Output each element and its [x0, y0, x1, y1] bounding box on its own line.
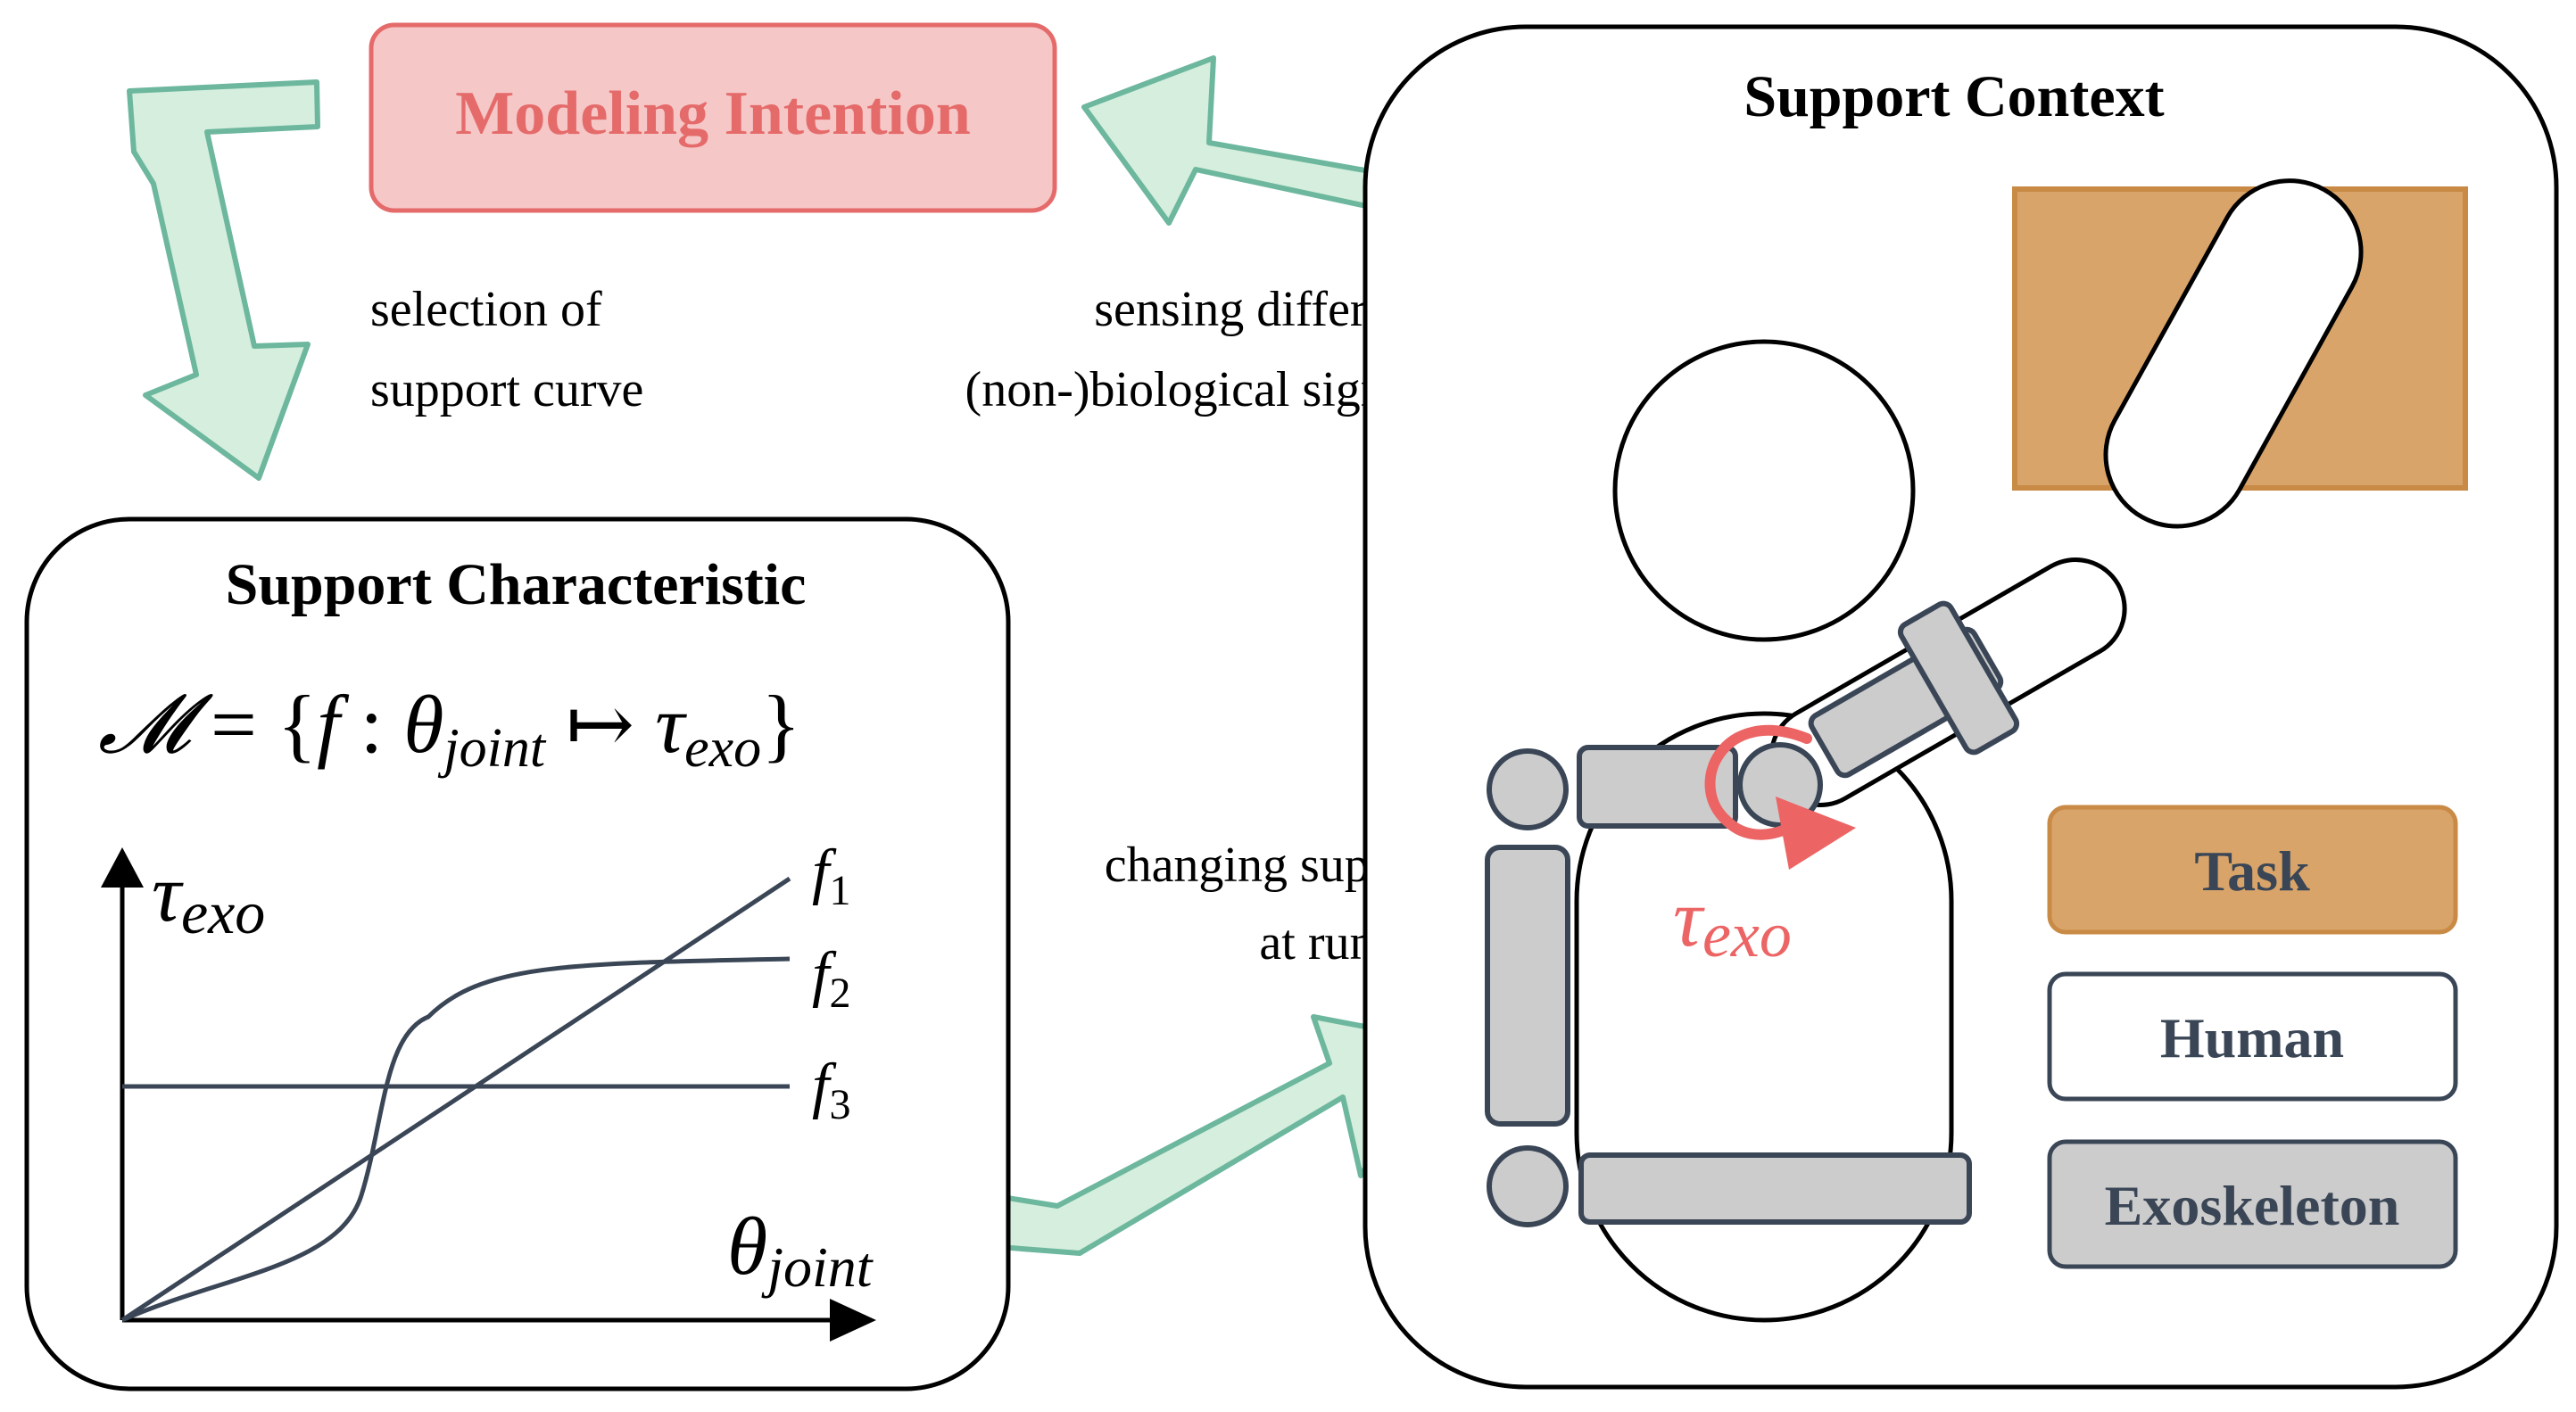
y-axis-sub: exo	[181, 879, 265, 946]
legend-human-box	[2047, 971, 2458, 1102]
support-characteristic-title: Support Characteristic	[226, 552, 807, 617]
formula-exo-sub: exo	[684, 718, 761, 779]
support-context-title: Support Context	[1744, 64, 2164, 129]
y-axis-symbol: τ	[152, 847, 184, 938]
legend-exoskeleton-label: Exoskeleton	[2105, 1174, 2400, 1237]
modeling-intention-box	[369, 22, 1057, 213]
modeling-intention-title: Modeling Intention	[455, 79, 971, 148]
exo-shoulder-joint	[1737, 742, 1823, 828]
series-line-f1	[120, 876, 791, 1323]
exo-arm-cuff	[1897, 600, 2020, 756]
torque-label: τexo	[1673, 872, 1792, 970]
x-axis-sub: joint	[761, 1235, 874, 1299]
formula-tau: τ	[655, 679, 687, 770]
torque-arrowhead	[1776, 797, 1856, 870]
support-formula: 𝓜 = {f : θjoint ↦ τexo}	[98, 679, 800, 779]
y-axis-arrowhead	[101, 847, 144, 888]
selection-label-line2: support curve	[370, 362, 643, 417]
selection-arrow	[127, 79, 320, 481]
exo-hip-belt	[1578, 1152, 1972, 1225]
exo-hip-joint	[1487, 1145, 1569, 1227]
legend: Task Human Exoskeleton	[2047, 805, 2458, 1269]
formula-maps: ↦	[545, 679, 655, 770]
series-label-sub: 3	[829, 1081, 850, 1128]
legend-human-label: Human	[2160, 1006, 2344, 1069]
exo-back-plate	[1485, 845, 1570, 1127]
formula-colon: :	[340, 679, 404, 770]
torque-symbol: τ	[1673, 872, 1705, 963]
sensing-label-line2: (non-)biological signals	[965, 362, 1441, 417]
support-characteristic-panel	[24, 516, 1011, 1391]
y-axis-label: τexo	[152, 847, 265, 946]
series-label-sub: 1	[829, 867, 850, 914]
formula-joint-sub: joint	[437, 718, 546, 779]
x-axis-arrowhead	[830, 1299, 876, 1342]
legend-exoskeleton-box	[2047, 1139, 2458, 1269]
human-head	[1612, 339, 1916, 642]
exo-shoulder-joint-back	[1487, 748, 1569, 830]
human-forearm	[2103, 178, 2364, 529]
legend-task-label: Task	[2194, 839, 2310, 903]
torque-arc	[1704, 724, 1812, 840]
formula-equals: = {	[190, 679, 317, 770]
x-axis-label: θjoint	[727, 1201, 874, 1299]
exo-shoulder-bar	[1577, 745, 1738, 829]
legend-task-box	[2047, 805, 2458, 935]
selection-label-line1: selection of	[370, 282, 602, 337]
series-line-f2	[120, 956, 791, 1323]
formula-close: }	[761, 679, 800, 770]
series-label-f1: f1	[812, 838, 850, 914]
torque-sub: exo	[1702, 899, 1792, 970]
series-label-sub: 2	[829, 970, 850, 1017]
formula-theta: θ	[403, 679, 443, 770]
x-axis-symbol: θ	[727, 1201, 767, 1292]
